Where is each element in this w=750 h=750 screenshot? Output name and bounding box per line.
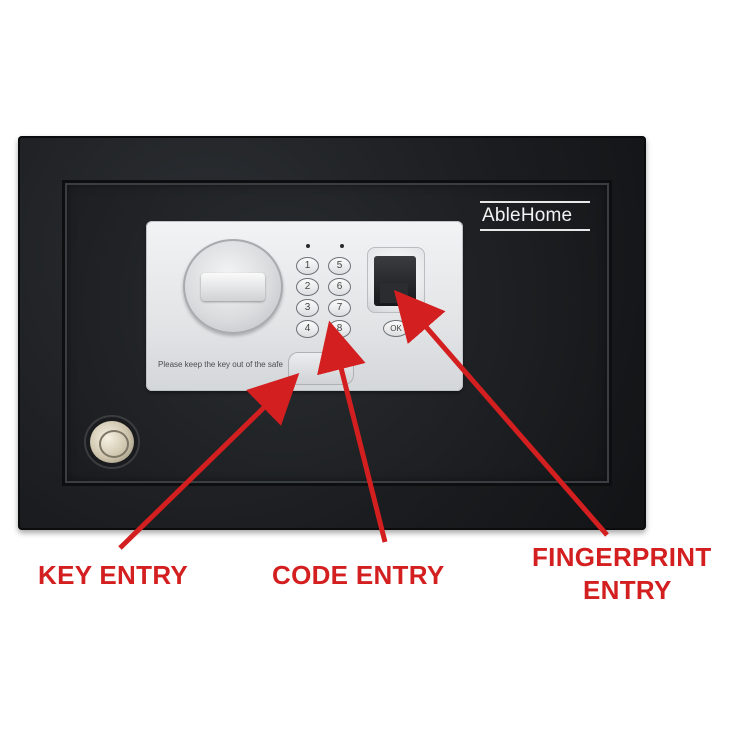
brand-underline-bottom [480, 229, 590, 231]
brand-logo-text: AbleHome [482, 205, 573, 226]
fingerprint-label-line1: FINGERPRINT [532, 542, 712, 572]
code-entry-label: CODE ENTRY [272, 560, 445, 590]
key-entry-label: KEY ENTRY [38, 560, 189, 590]
keypad-key-7[interactable]: 7 [328, 299, 351, 317]
status-led-right [340, 244, 344, 248]
keypad-key-1[interactable]: 1 [296, 257, 319, 275]
fingerprint-entry-arrow [393, 289, 609, 537]
panel-notice-text: Please keep the key out of the safe [158, 360, 283, 369]
keypad-key-6[interactable]: 6 [328, 278, 351, 296]
keypad-key-5[interactable]: 5 [328, 257, 351, 275]
code-entry-arrow [317, 320, 388, 543]
brand-underline-top [480, 201, 590, 203]
keypad-key-4[interactable]: 4 [296, 320, 319, 338]
handle-grip[interactable] [201, 273, 265, 301]
status-led-left [306, 244, 310, 248]
keypad-key-2[interactable]: 2 [296, 278, 319, 296]
lock-ring [99, 430, 129, 458]
fingerprint-label-line2: ENTRY [583, 575, 672, 605]
key-entry-arrow [118, 373, 300, 550]
keypad-key-3[interactable]: 3 [296, 299, 319, 317]
